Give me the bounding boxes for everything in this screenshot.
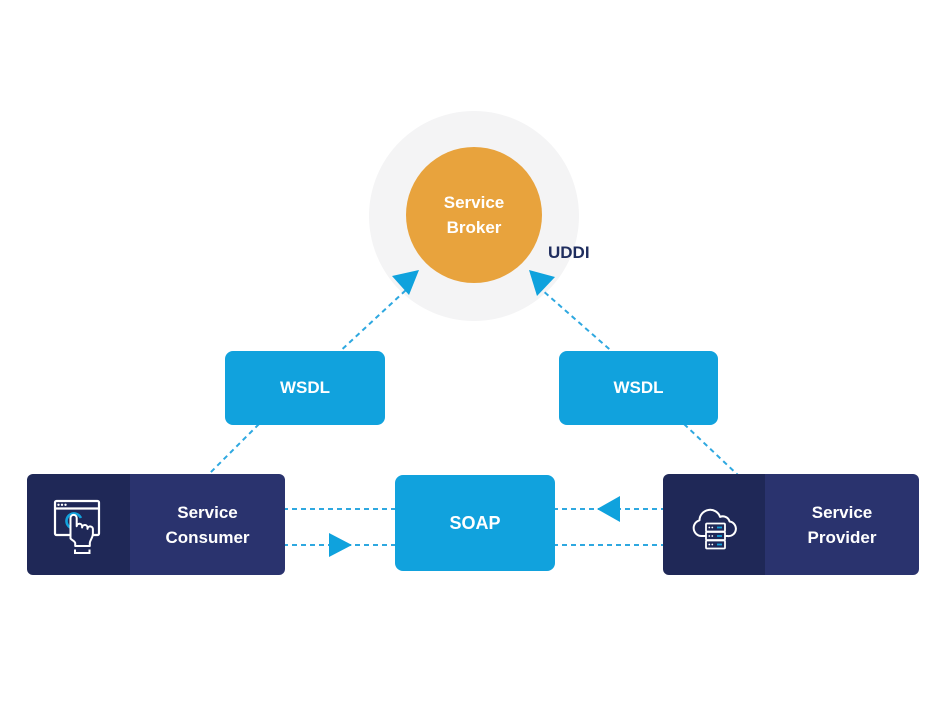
soap-node: SOAP	[395, 475, 555, 571]
wsdl-left-to-consumer-line	[205, 423, 260, 478]
arrowhead-up-right-icon	[392, 270, 419, 295]
service-provider-label: Service Provider	[807, 502, 877, 547]
wsdl-right-to-provider-line	[683, 423, 741, 478]
service-consumer-label-section: Service Consumer	[130, 474, 285, 575]
browser-click-icon	[27, 474, 130, 575]
service-provider-label-section: Service Provider	[765, 474, 919, 575]
wsdl-left-to-broker-line	[335, 289, 407, 356]
arrowhead-up-left-icon	[529, 270, 555, 296]
arrowhead-right-icon	[329, 533, 352, 557]
service-broker-node: Service Broker	[406, 147, 542, 283]
wsdl-right-to-broker-line	[541, 289, 617, 356]
service-consumer-label: Service Consumer	[165, 502, 250, 547]
service-broker-label: Service Broker	[443, 193, 505, 237]
wsdl-left-node: WSDL	[225, 351, 385, 425]
uddi-label: UDDI	[548, 243, 590, 262]
wsdl-left-label: WSDL	[279, 378, 331, 397]
service-provider-node: Service Provider	[663, 474, 919, 575]
cloud-server-icon	[663, 474, 765, 575]
wsdl-right-node: WSDL	[559, 351, 718, 425]
arrowhead-left-icon	[597, 496, 620, 522]
soap-label: SOAP	[449, 512, 501, 533]
wsdl-right-label: WSDL	[613, 378, 664, 397]
service-consumer-node: Service Consumer	[27, 474, 285, 575]
